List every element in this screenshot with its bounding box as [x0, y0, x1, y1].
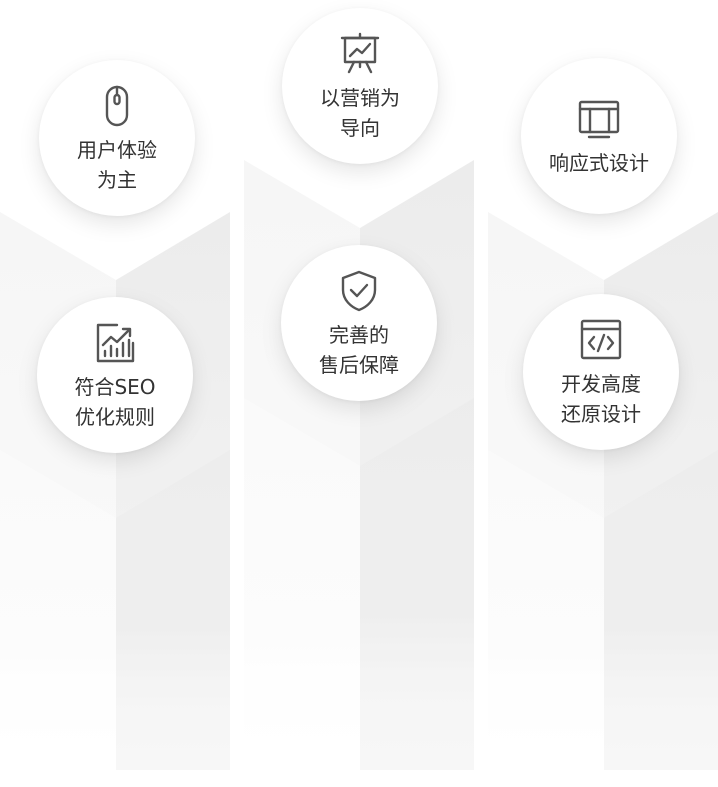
feature-dev-restore[interactable]: 开发高度 还原设计 [523, 294, 679, 450]
shield-check-icon [341, 270, 377, 311]
feature-label-line-2: 售后保障 [319, 352, 399, 377]
feature-label-line-2: 导向 [340, 115, 380, 140]
feature-label-line-2: 为主 [97, 167, 137, 192]
feature-label-line-2: 优化规则 [75, 404, 155, 429]
feature-label-line-1: 完善的 [329, 322, 389, 347]
feature-after-sales[interactable]: 完善的 售后保障 [281, 245, 437, 401]
feature-marketing[interactable]: 以营销为 导向 [282, 8, 438, 164]
presentation-chart-icon [340, 32, 380, 73]
feature-label-line-2: 还原设计 [561, 401, 641, 426]
feature-label-line-1: 用户体验 [77, 137, 157, 162]
mouse-icon [105, 85, 129, 126]
code-window-icon [580, 319, 622, 359]
feature-label-line-1: 开发高度 [561, 371, 641, 396]
growth-chart-icon [96, 323, 135, 362]
feature-responsive[interactable]: 响应式设计 [521, 58, 677, 214]
feature-user-experience[interactable]: 用户体验 为主 [39, 60, 195, 216]
feature-label-line-1: 以营销为 [320, 85, 400, 110]
feature-label-line-1: 响应式设计 [549, 150, 649, 175]
feature-label-line-1: 符合SEO [74, 374, 156, 399]
feature-seo[interactable]: 符合SEO 优化规则 [37, 297, 193, 453]
layout-window-icon [578, 100, 620, 138]
